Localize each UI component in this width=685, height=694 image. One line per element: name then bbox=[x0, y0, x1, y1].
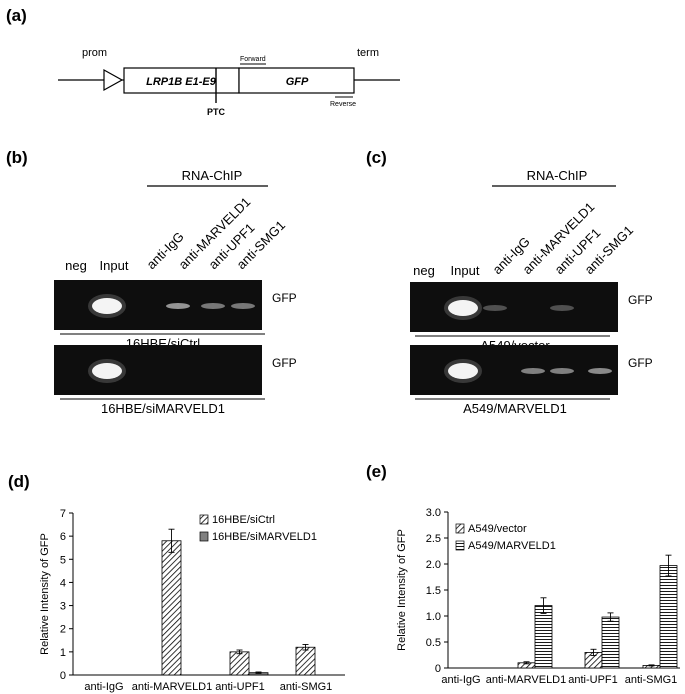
panel-letter-c: (c) bbox=[366, 148, 387, 167]
x-category-label: anti-MARVELD1 bbox=[486, 674, 567, 686]
gel-image bbox=[410, 282, 618, 332]
bar bbox=[295, 646, 316, 676]
bar bbox=[601, 616, 620, 669]
y-tick-label: 0 bbox=[60, 670, 66, 682]
y-tick-label: 1.5 bbox=[426, 585, 441, 597]
legend-label: A549/vector bbox=[468, 523, 527, 535]
gel-caption: A549/MARVELD1 bbox=[463, 401, 567, 416]
gel-band bbox=[588, 368, 612, 374]
gel-band bbox=[483, 305, 507, 311]
lane-label: Input bbox=[451, 263, 480, 278]
rnachip-header: RNA-ChIP bbox=[182, 168, 243, 183]
gel-band bbox=[92, 298, 122, 314]
x-category-label: anti-UPF1 bbox=[215, 681, 265, 693]
lane-label: neg bbox=[413, 263, 435, 278]
lrp1b-label: LRP1B E1-E9 bbox=[146, 76, 217, 88]
gel-band bbox=[201, 303, 225, 309]
legend-label: 16HBE/siCtrl bbox=[212, 514, 275, 526]
x-category-label: anti-UPF1 bbox=[568, 674, 618, 686]
reverse-label: Reverse bbox=[330, 101, 356, 108]
x-category-label: anti-SMG1 bbox=[280, 681, 333, 693]
gel-image bbox=[54, 345, 262, 395]
gfp-band-label: GFP bbox=[628, 356, 653, 370]
panel-letter-e: (e) bbox=[366, 462, 387, 481]
gel-band bbox=[166, 303, 190, 309]
rnachip-header: RNA-ChIP bbox=[527, 168, 588, 183]
y-axis-title: Relative Intensity of GFP bbox=[39, 533, 51, 655]
bar bbox=[161, 540, 182, 676]
forward-label: Forward bbox=[240, 56, 266, 63]
y-tick-label: 0 bbox=[435, 663, 441, 675]
gel-caption: 16HBE/siMARVELD1 bbox=[101, 401, 225, 416]
bar bbox=[534, 605, 553, 669]
x-category-label: anti-MARVELD1 bbox=[132, 681, 213, 693]
lane-label: Input bbox=[100, 258, 129, 273]
panel-letter-a: (a) bbox=[6, 6, 27, 25]
legend-swatch bbox=[455, 540, 465, 551]
term-label: term bbox=[357, 47, 379, 59]
bar bbox=[659, 565, 678, 669]
bar bbox=[229, 651, 250, 676]
y-tick-label: 3 bbox=[60, 601, 66, 613]
y-tick-label: 4 bbox=[60, 577, 66, 589]
promoter-triangle bbox=[103, 68, 124, 92]
y-tick-label: 2.5 bbox=[426, 533, 441, 545]
legend-label: A549/MARVELD1 bbox=[468, 540, 556, 552]
y-tick-label: 2.0 bbox=[426, 559, 441, 571]
gel-band bbox=[550, 368, 574, 374]
x-category-label: anti-SMG1 bbox=[625, 674, 678, 686]
x-category-label: anti-IgG bbox=[84, 681, 123, 693]
gel-image bbox=[54, 280, 262, 330]
y-tick-label: 2 bbox=[60, 624, 66, 636]
y-tick-label: 1 bbox=[60, 647, 66, 659]
legend-swatch bbox=[199, 514, 209, 525]
legend-swatch bbox=[199, 531, 209, 542]
gel-band bbox=[448, 363, 478, 379]
gel-band bbox=[448, 300, 478, 316]
y-tick-label: 1.0 bbox=[426, 611, 441, 623]
gel-band bbox=[550, 305, 574, 311]
gfp-band-label: GFP bbox=[272, 291, 297, 305]
x-category-label: anti-IgG bbox=[441, 674, 480, 686]
y-tick-label: 7 bbox=[60, 508, 66, 520]
panel-letter-d: (d) bbox=[8, 472, 30, 491]
y-axis-title: Relative Intensity of GFP bbox=[396, 529, 408, 651]
gfp-band-label: GFP bbox=[272, 356, 297, 370]
legend-swatch bbox=[455, 523, 465, 534]
y-tick-label: 0.5 bbox=[426, 637, 441, 649]
gel-image bbox=[410, 345, 618, 395]
gfp-band-label: GFP bbox=[628, 293, 653, 307]
ptc-label: PTC bbox=[207, 107, 226, 117]
y-tick-label: 3.0 bbox=[426, 507, 441, 519]
gfp-construct-label: GFP bbox=[286, 76, 309, 88]
y-tick-label: 6 bbox=[60, 531, 66, 543]
gel-band bbox=[92, 363, 122, 379]
y-tick-label: 5 bbox=[60, 554, 66, 566]
legend-label: 16HBE/siMARVELD1 bbox=[212, 531, 317, 543]
construct-diagram: prom term LRP1B E1-E9 GFP PTC Forward Re… bbox=[58, 47, 400, 117]
lane-label: neg bbox=[65, 258, 87, 273]
gel-band bbox=[521, 368, 545, 374]
gel-band bbox=[231, 303, 255, 309]
prom-label: prom bbox=[82, 47, 107, 59]
panel-letter-b: (b) bbox=[6, 148, 28, 167]
